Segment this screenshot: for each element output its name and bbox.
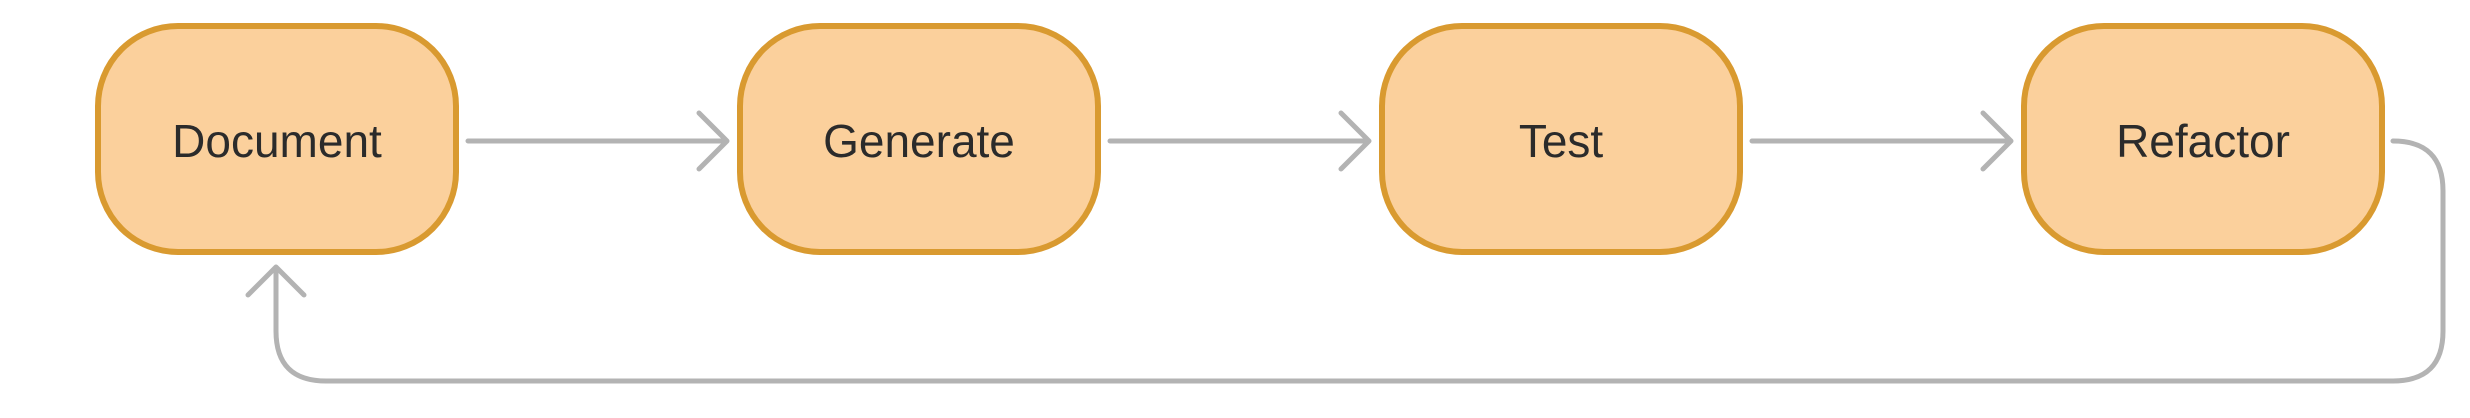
node-generate-label: Generate xyxy=(823,115,1015,167)
node-refactor: Refactor xyxy=(2021,23,2385,255)
node-test-label: Test xyxy=(1519,115,1604,167)
edge-refactor-document xyxy=(245,138,2446,384)
node-refactor-label: Refactor xyxy=(2116,115,2290,167)
node-generate-box xyxy=(737,23,1101,255)
node-test-box xyxy=(1379,23,1743,255)
node-document: Document xyxy=(95,23,459,255)
edge-document-generate xyxy=(465,110,730,172)
node-test: Test xyxy=(1379,23,1743,255)
edges xyxy=(245,110,2446,384)
node-refactor-box xyxy=(2021,23,2385,255)
node-document-box xyxy=(95,23,459,255)
node-generate: Generate xyxy=(737,23,1101,255)
edge-test-refactor xyxy=(1749,110,2014,172)
node-document-label: Document xyxy=(172,115,382,167)
edge-generate-test xyxy=(1107,110,1372,172)
